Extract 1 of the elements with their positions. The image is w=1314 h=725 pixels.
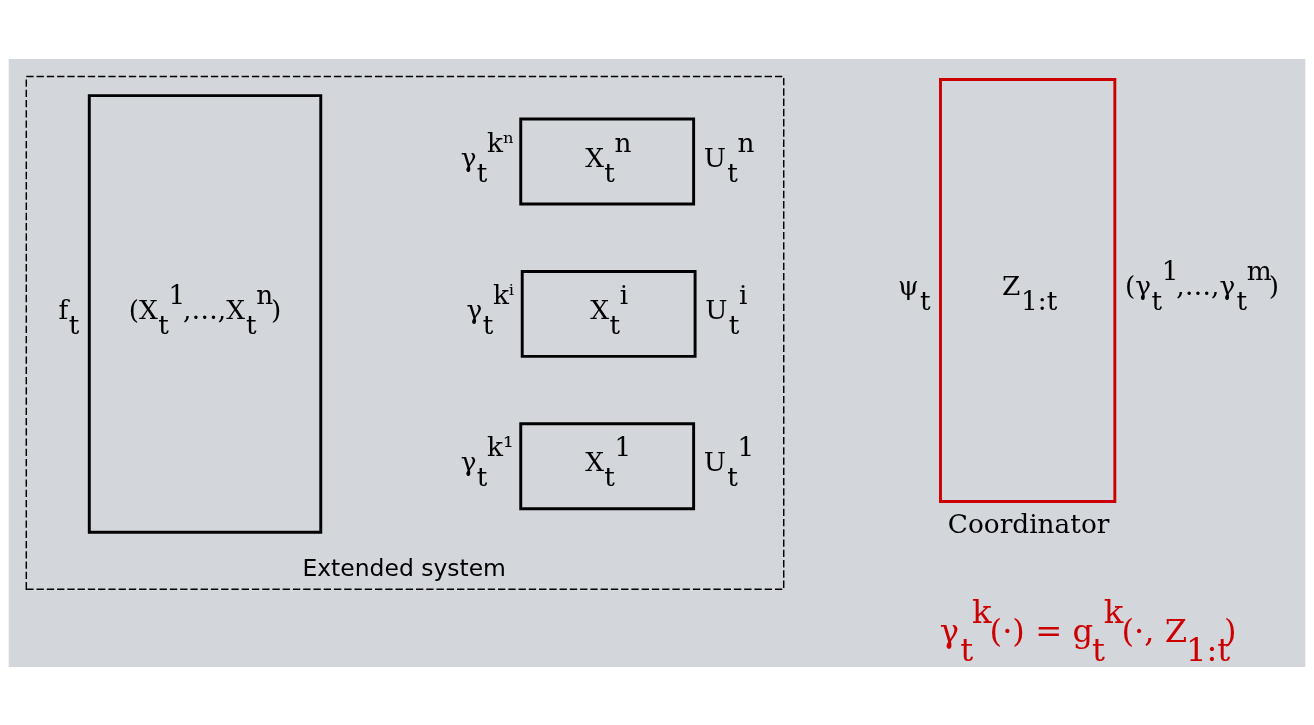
node-label: Coordinator: [947, 508, 1110, 539]
